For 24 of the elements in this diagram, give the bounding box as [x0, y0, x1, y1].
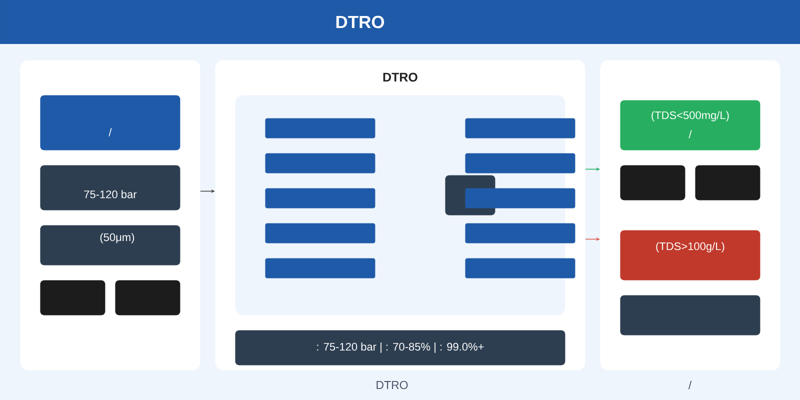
empty-box: [620, 295, 760, 336]
bar: [465, 223, 576, 244]
bar: [265, 258, 376, 278]
bar: [265, 223, 376, 244]
output-box: (TDS>100g/L): [620, 230, 760, 280]
bar: [465, 153, 576, 174]
bar: [265, 188, 376, 208]
small-box: [40, 280, 106, 316]
bar: [465, 258, 576, 278]
small-box: [620, 165, 686, 200]
caption: DTRO: [376, 380, 408, 390]
caption: /: [688, 380, 692, 390]
process-box: 75-120 bar: [40, 165, 180, 210]
bar: [465, 188, 576, 208]
small-box: [115, 280, 180, 316]
bar: [265, 118, 376, 138]
small-box: [695, 165, 760, 200]
bar: [265, 153, 376, 174]
bar: [465, 118, 576, 138]
info-bar: : 75-120 bar | : 70-85% | : 99.0%+: [235, 330, 566, 366]
title: DTRO: [336, 16, 384, 28]
process-box: (50μm): [40, 225, 180, 266]
process-box: /: [40, 95, 180, 150]
output-box: (TDS<500mg/L) /: [620, 100, 760, 150]
